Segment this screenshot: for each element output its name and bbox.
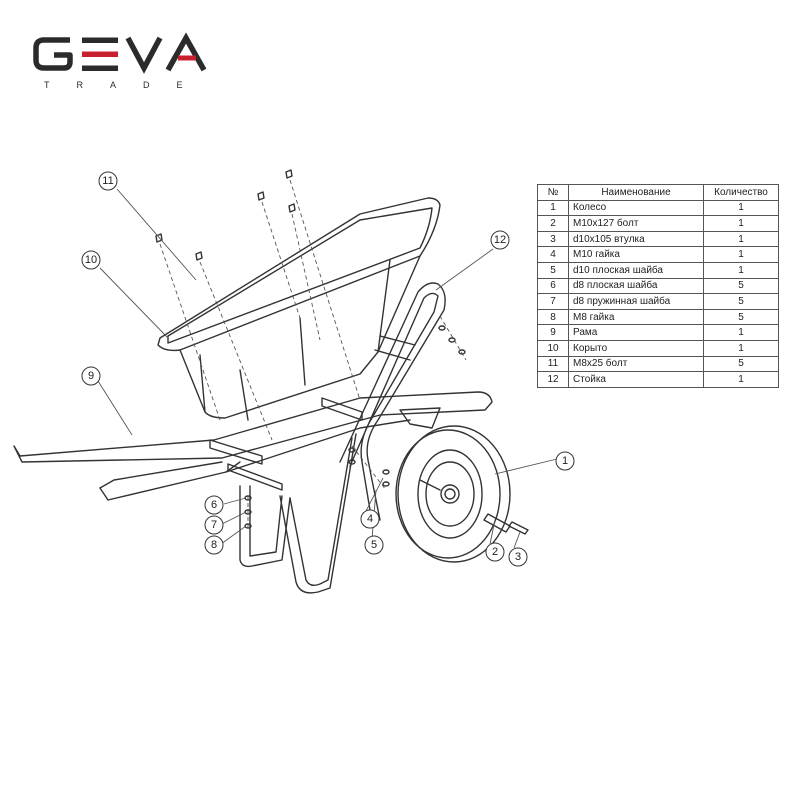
callout-3: 3	[508, 547, 528, 567]
geva-logo-mark: TRADE	[33, 32, 210, 90]
cell-no: 5	[537, 261, 569, 279]
cell-name: Рама	[568, 324, 704, 341]
svg-text:7: 7	[211, 519, 217, 531]
bolts-drawing	[155, 169, 296, 261]
assembly-guide-lines	[159, 179, 467, 530]
cell-name: Колесо	[568, 199, 704, 217]
cell-no: 11	[537, 355, 569, 373]
cell-no: 7	[537, 293, 569, 310]
table-header-row: № Наименование Количество	[537, 184, 779, 201]
cell-qty: 1	[703, 324, 779, 341]
cell-qty: 1	[703, 246, 779, 263]
cell-name: М10х127 болт	[568, 215, 704, 232]
callout-11: 11	[98, 171, 118, 191]
svg-text:9: 9	[88, 370, 94, 382]
svg-text:11: 11	[102, 175, 113, 187]
cell-no: 1	[537, 199, 569, 217]
callout-2: 2	[485, 542, 505, 562]
cell-qty: 5	[703, 308, 779, 326]
geva-trade-logo: TRADE	[30, 28, 220, 98]
axle-parts-drawing	[483, 513, 529, 535]
cell-no: 3	[537, 230, 569, 248]
svg-text:1: 1	[562, 455, 568, 467]
frame-drawing	[13, 391, 493, 594]
callout-8: 8	[204, 535, 224, 555]
stand-drawing	[339, 282, 446, 523]
svg-text:5: 5	[371, 539, 377, 551]
cell-name: М8 гайка	[568, 308, 704, 326]
cell-no: 4	[537, 246, 569, 263]
cell-name: М10 гайка	[568, 246, 704, 263]
header-no: №	[537, 184, 569, 201]
callout-12: 12	[490, 230, 510, 250]
callout-5: 5	[364, 535, 384, 555]
svg-text:3: 3	[515, 551, 521, 563]
callout-9: 9	[81, 366, 101, 386]
callout-4: 4	[360, 509, 380, 529]
svg-text:12: 12	[494, 234, 506, 246]
cell-no: 12	[537, 371, 569, 388]
cell-name: d10x105 втулка	[568, 230, 704, 248]
cell-no: 6	[537, 277, 569, 295]
cell-name: d8 плоская шайба	[568, 277, 704, 295]
cell-name: d10 плоская шайба	[568, 261, 704, 279]
cell-qty: 1	[703, 215, 779, 232]
wheel-drawing	[395, 425, 511, 563]
callouts: 11 10 9 12 1 2 3 4 5 6 7 8	[81, 171, 575, 567]
callout-7: 7	[204, 515, 224, 535]
cell-name: Стойка	[568, 371, 704, 388]
header-name: Наименование	[568, 184, 704, 201]
callout-10: 10	[81, 250, 101, 270]
cell-qty: 1	[703, 371, 779, 388]
svg-text:8: 8	[211, 539, 217, 551]
cell-qty: 1	[703, 261, 779, 279]
cell-name: d8 пружинная шайба	[568, 293, 704, 310]
cell-no: 8	[537, 308, 569, 326]
callout-1: 1	[555, 451, 575, 471]
cell-qty: 1	[703, 230, 779, 248]
cell-qty: 5	[703, 277, 779, 295]
cell-qty: 1	[703, 339, 779, 357]
svg-text:4: 4	[367, 513, 373, 525]
cell-qty: 5	[703, 355, 779, 373]
callout-6: 6	[204, 495, 224, 515]
logo-trade-letter: TRADE	[44, 80, 210, 90]
callout-leaders	[97, 188, 558, 549]
cell-qty: 1	[703, 199, 779, 217]
cell-qty: 5	[703, 293, 779, 310]
header-qty: Количество	[703, 184, 779, 201]
svg-text:2: 2	[492, 546, 498, 558]
cell-name: М8х25 болт	[568, 355, 704, 373]
cell-no: 2	[537, 215, 569, 232]
svg-text:10: 10	[85, 254, 97, 266]
tray-drawing	[157, 197, 441, 421]
cell-no: 10	[537, 339, 569, 357]
cell-name: Корыто	[568, 339, 704, 357]
svg-text:6: 6	[211, 499, 217, 511]
cell-no: 9	[537, 324, 569, 341]
